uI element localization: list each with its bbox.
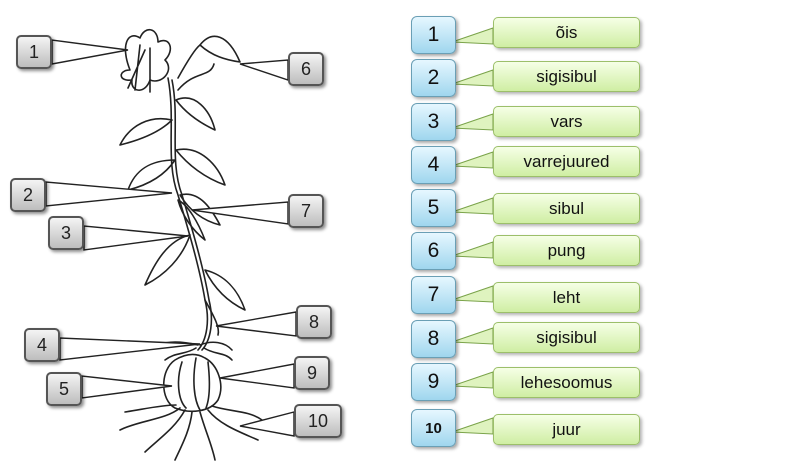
answer-number-10: 10 <box>411 409 456 447</box>
stem <box>167 77 209 351</box>
answer-number-9: 9 <box>411 363 456 401</box>
answer-number-1: 1 <box>411 16 456 54</box>
answer-label-6: pung <box>493 235 640 266</box>
answer-label-9: lehesoomus <box>493 367 640 398</box>
answer-number-7: 7 <box>411 276 456 314</box>
answer-label-7: leht <box>493 282 640 313</box>
diagram-label-10: 10 <box>294 404 342 438</box>
diagram-label-7: 7 <box>288 194 324 228</box>
diagram-label-3: 3 <box>48 216 84 250</box>
diagram-label-1: 1 <box>16 35 52 69</box>
bulb <box>163 353 222 413</box>
answer-number-3: 3 <box>411 103 456 141</box>
diagram-label-6: 6 <box>288 52 324 86</box>
answer-label-10: juur <box>493 414 640 445</box>
answer-number-5: 5 <box>411 189 456 227</box>
diagram-label-5: 5 <box>46 372 82 406</box>
flower <box>120 29 172 91</box>
diagram-label-2: 2 <box>10 178 46 212</box>
answer-label-4: varrejuured <box>493 146 640 177</box>
diagram-label-9: 9 <box>294 356 330 390</box>
lily-plant-drawing <box>45 29 297 461</box>
answer-number-8: 8 <box>411 320 456 358</box>
answer-number-4: 4 <box>411 146 456 184</box>
answer-number-6: 6 <box>411 232 456 270</box>
diagram-label-4: 4 <box>24 328 60 362</box>
diagram-label-8: 8 <box>296 305 332 339</box>
answer-number-2: 2 <box>411 59 456 97</box>
roots <box>119 404 263 461</box>
answer-label-3: vars <box>493 106 640 137</box>
answer-label-2: sigisibul <box>493 61 640 92</box>
answer-label-1: õis <box>493 17 640 48</box>
answer-label-5: sibul <box>493 193 640 224</box>
leaf <box>119 118 173 146</box>
bud <box>199 35 241 63</box>
answer-label-8: sigisibul <box>493 322 640 353</box>
